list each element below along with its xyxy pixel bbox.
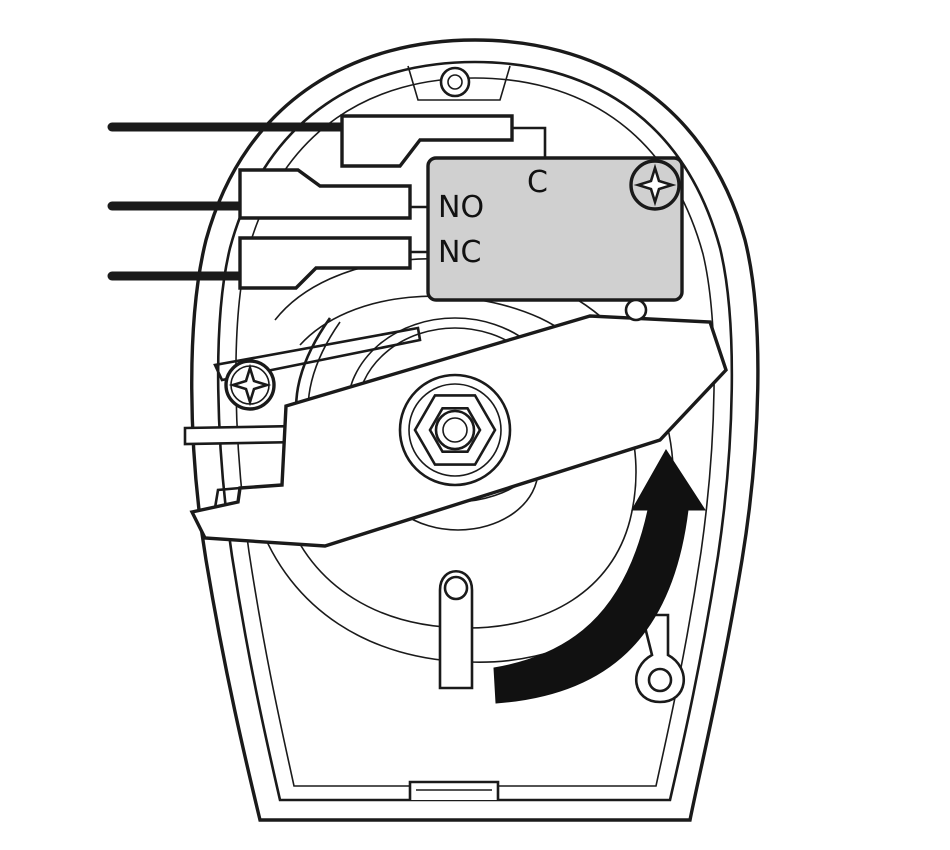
lever-notch (213, 486, 241, 509)
connector-nc (238, 236, 412, 290)
connector-no (238, 168, 412, 220)
center-slot-body (438, 569, 474, 690)
terminal-label-nc: NC (438, 235, 481, 270)
top-lug (407, 65, 511, 101)
hex-nut-outline (413, 394, 497, 466)
left-screw-cross (228, 363, 272, 407)
hex-nut-washer-inner (408, 383, 502, 477)
hex-nut-icon (398, 373, 512, 487)
terminal-label-c: C (527, 165, 548, 200)
microswitch: C NO NC (426, 156, 684, 322)
terminal-label-no: NO (438, 190, 484, 225)
phillips-screw-icon (224, 359, 276, 411)
hex-nut-bore-inner (442, 417, 468, 443)
lever-edge (281, 405, 287, 486)
right-slot (635, 613, 685, 704)
center-slot-hole (443, 575, 469, 601)
hex-nut-bore (434, 409, 476, 451)
connectors (238, 114, 547, 290)
connector-common (340, 114, 514, 168)
center-slot (438, 569, 474, 690)
microswitch-screw-cross (633, 163, 677, 207)
right-slot-hole (647, 667, 673, 693)
microswitch-body (426, 156, 684, 302)
bottom-notch (408, 780, 500, 800)
rotation-arrow-icon (493, 449, 706, 704)
connector-common-lead (512, 126, 547, 160)
microswitch-roller (624, 298, 648, 322)
top-mounting-hole-inner (447, 74, 463, 90)
microswitch-screw-head (629, 159, 681, 211)
microswitch-screw-icon (629, 159, 681, 211)
spring-wire-arm (213, 326, 422, 382)
wires (107, 122, 350, 281)
top-mounting-hole (439, 66, 471, 98)
